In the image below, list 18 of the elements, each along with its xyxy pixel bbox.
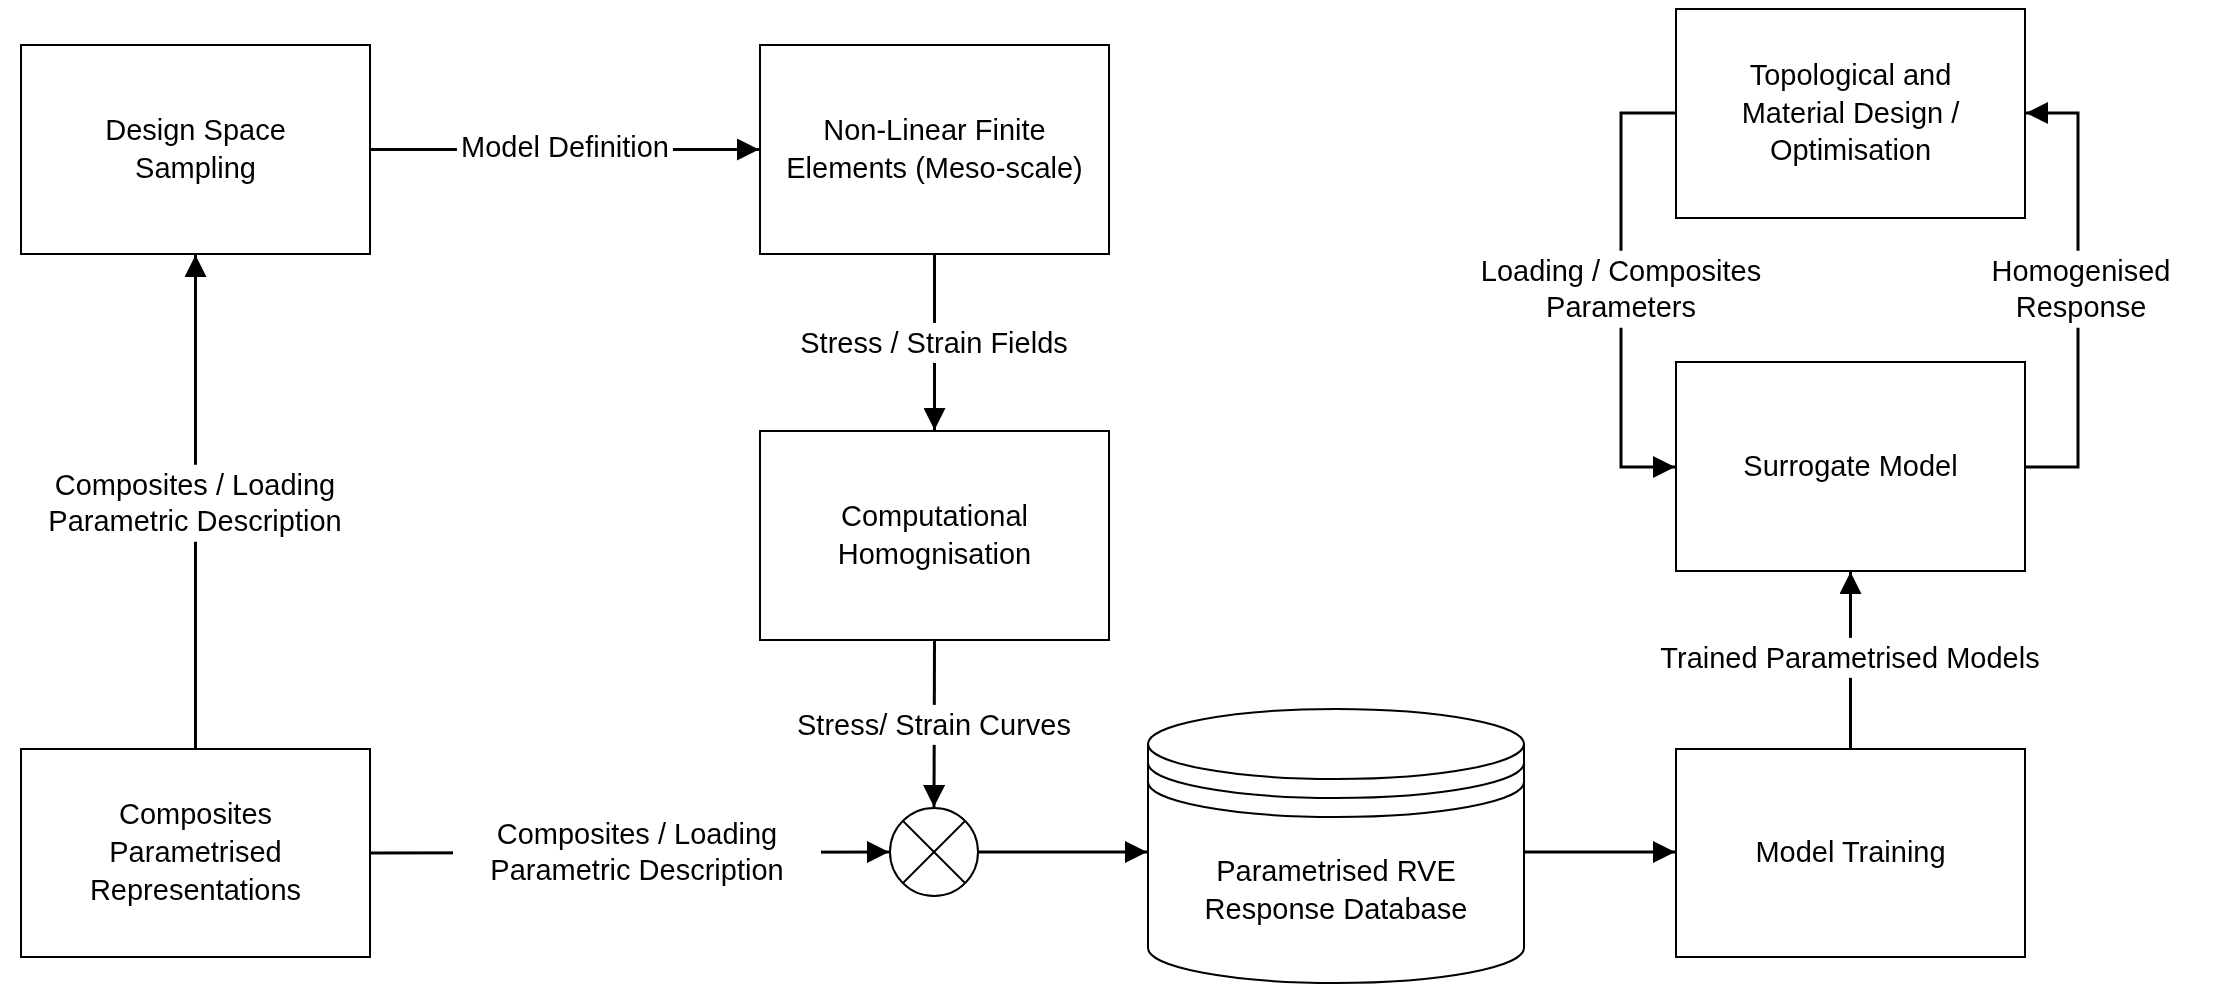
arrow — [979, 841, 1147, 863]
process-box — [759, 430, 1110, 641]
process-box — [1675, 8, 2026, 219]
box-label: Topological and Material Design / Optimisation — [1740, 57, 1961, 169]
box-label: Computational Homognisation — [836, 498, 1033, 572]
box-label: Composites Parametrised Representations — [88, 797, 303, 908]
box-label: Non-Linear Finite Elements (Meso-scale) — [785, 112, 1084, 186]
box-label: Parametrised RVE Response Database — [1203, 854, 1469, 927]
process-box — [759, 44, 1110, 255]
process-box — [20, 44, 371, 255]
box-label: Surrogate Model — [1743, 448, 1958, 484]
process-box — [1675, 361, 2026, 572]
arrow — [1525, 841, 1675, 863]
process-box — [20, 748, 371, 958]
box-label: Model Training — [1755, 835, 1946, 871]
box-label: Design Space Sampling — [104, 112, 287, 186]
process-box — [1675, 748, 2026, 958]
summing-junction — [889, 807, 979, 897]
